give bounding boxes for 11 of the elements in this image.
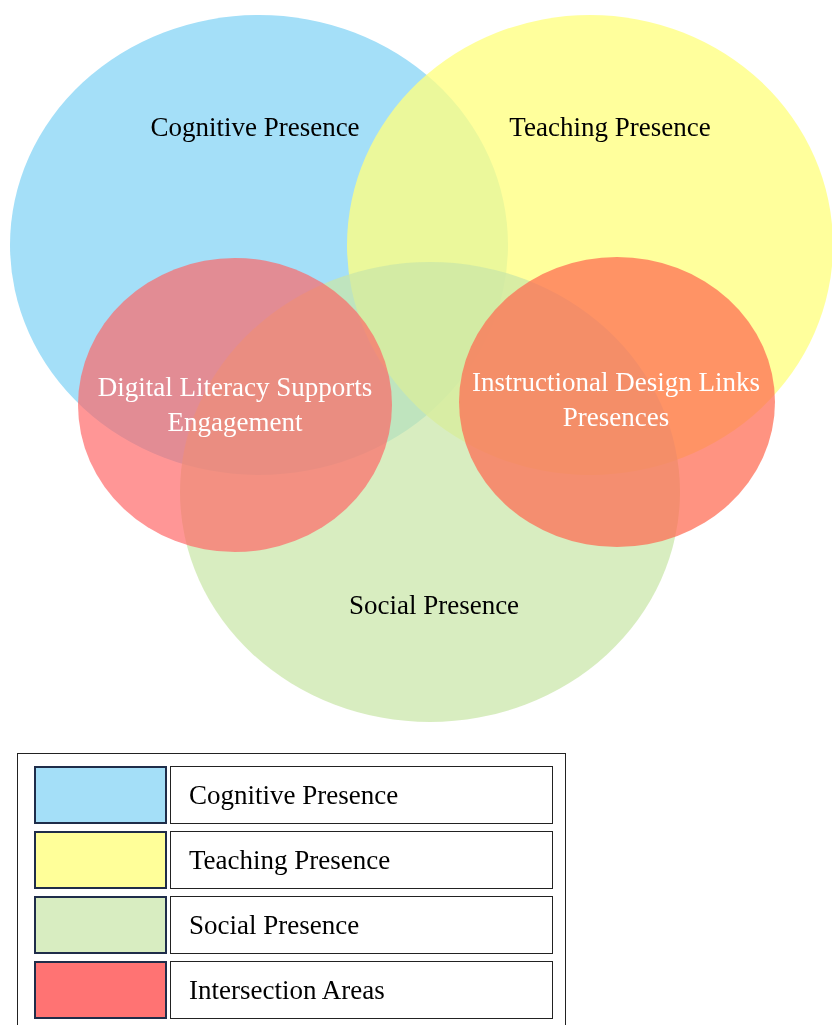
legend-label: Teaching Presence bbox=[170, 831, 553, 889]
circle-label: Cognitive Presence bbox=[150, 111, 360, 145]
legend-label: Intersection Areas bbox=[170, 961, 553, 1019]
legend-label: Cognitive Presence bbox=[170, 766, 553, 824]
circle-label: Teaching Presence bbox=[509, 111, 711, 145]
venn-circle bbox=[78, 258, 392, 552]
legend-label: Social Presence bbox=[170, 896, 553, 954]
circle-label: Digital Literacy Supports Engagement bbox=[96, 370, 374, 439]
circle-label: Social Presence bbox=[348, 589, 520, 623]
circle-label: Instructional Design Links Presences bbox=[471, 365, 761, 434]
venn-circle bbox=[459, 257, 775, 547]
